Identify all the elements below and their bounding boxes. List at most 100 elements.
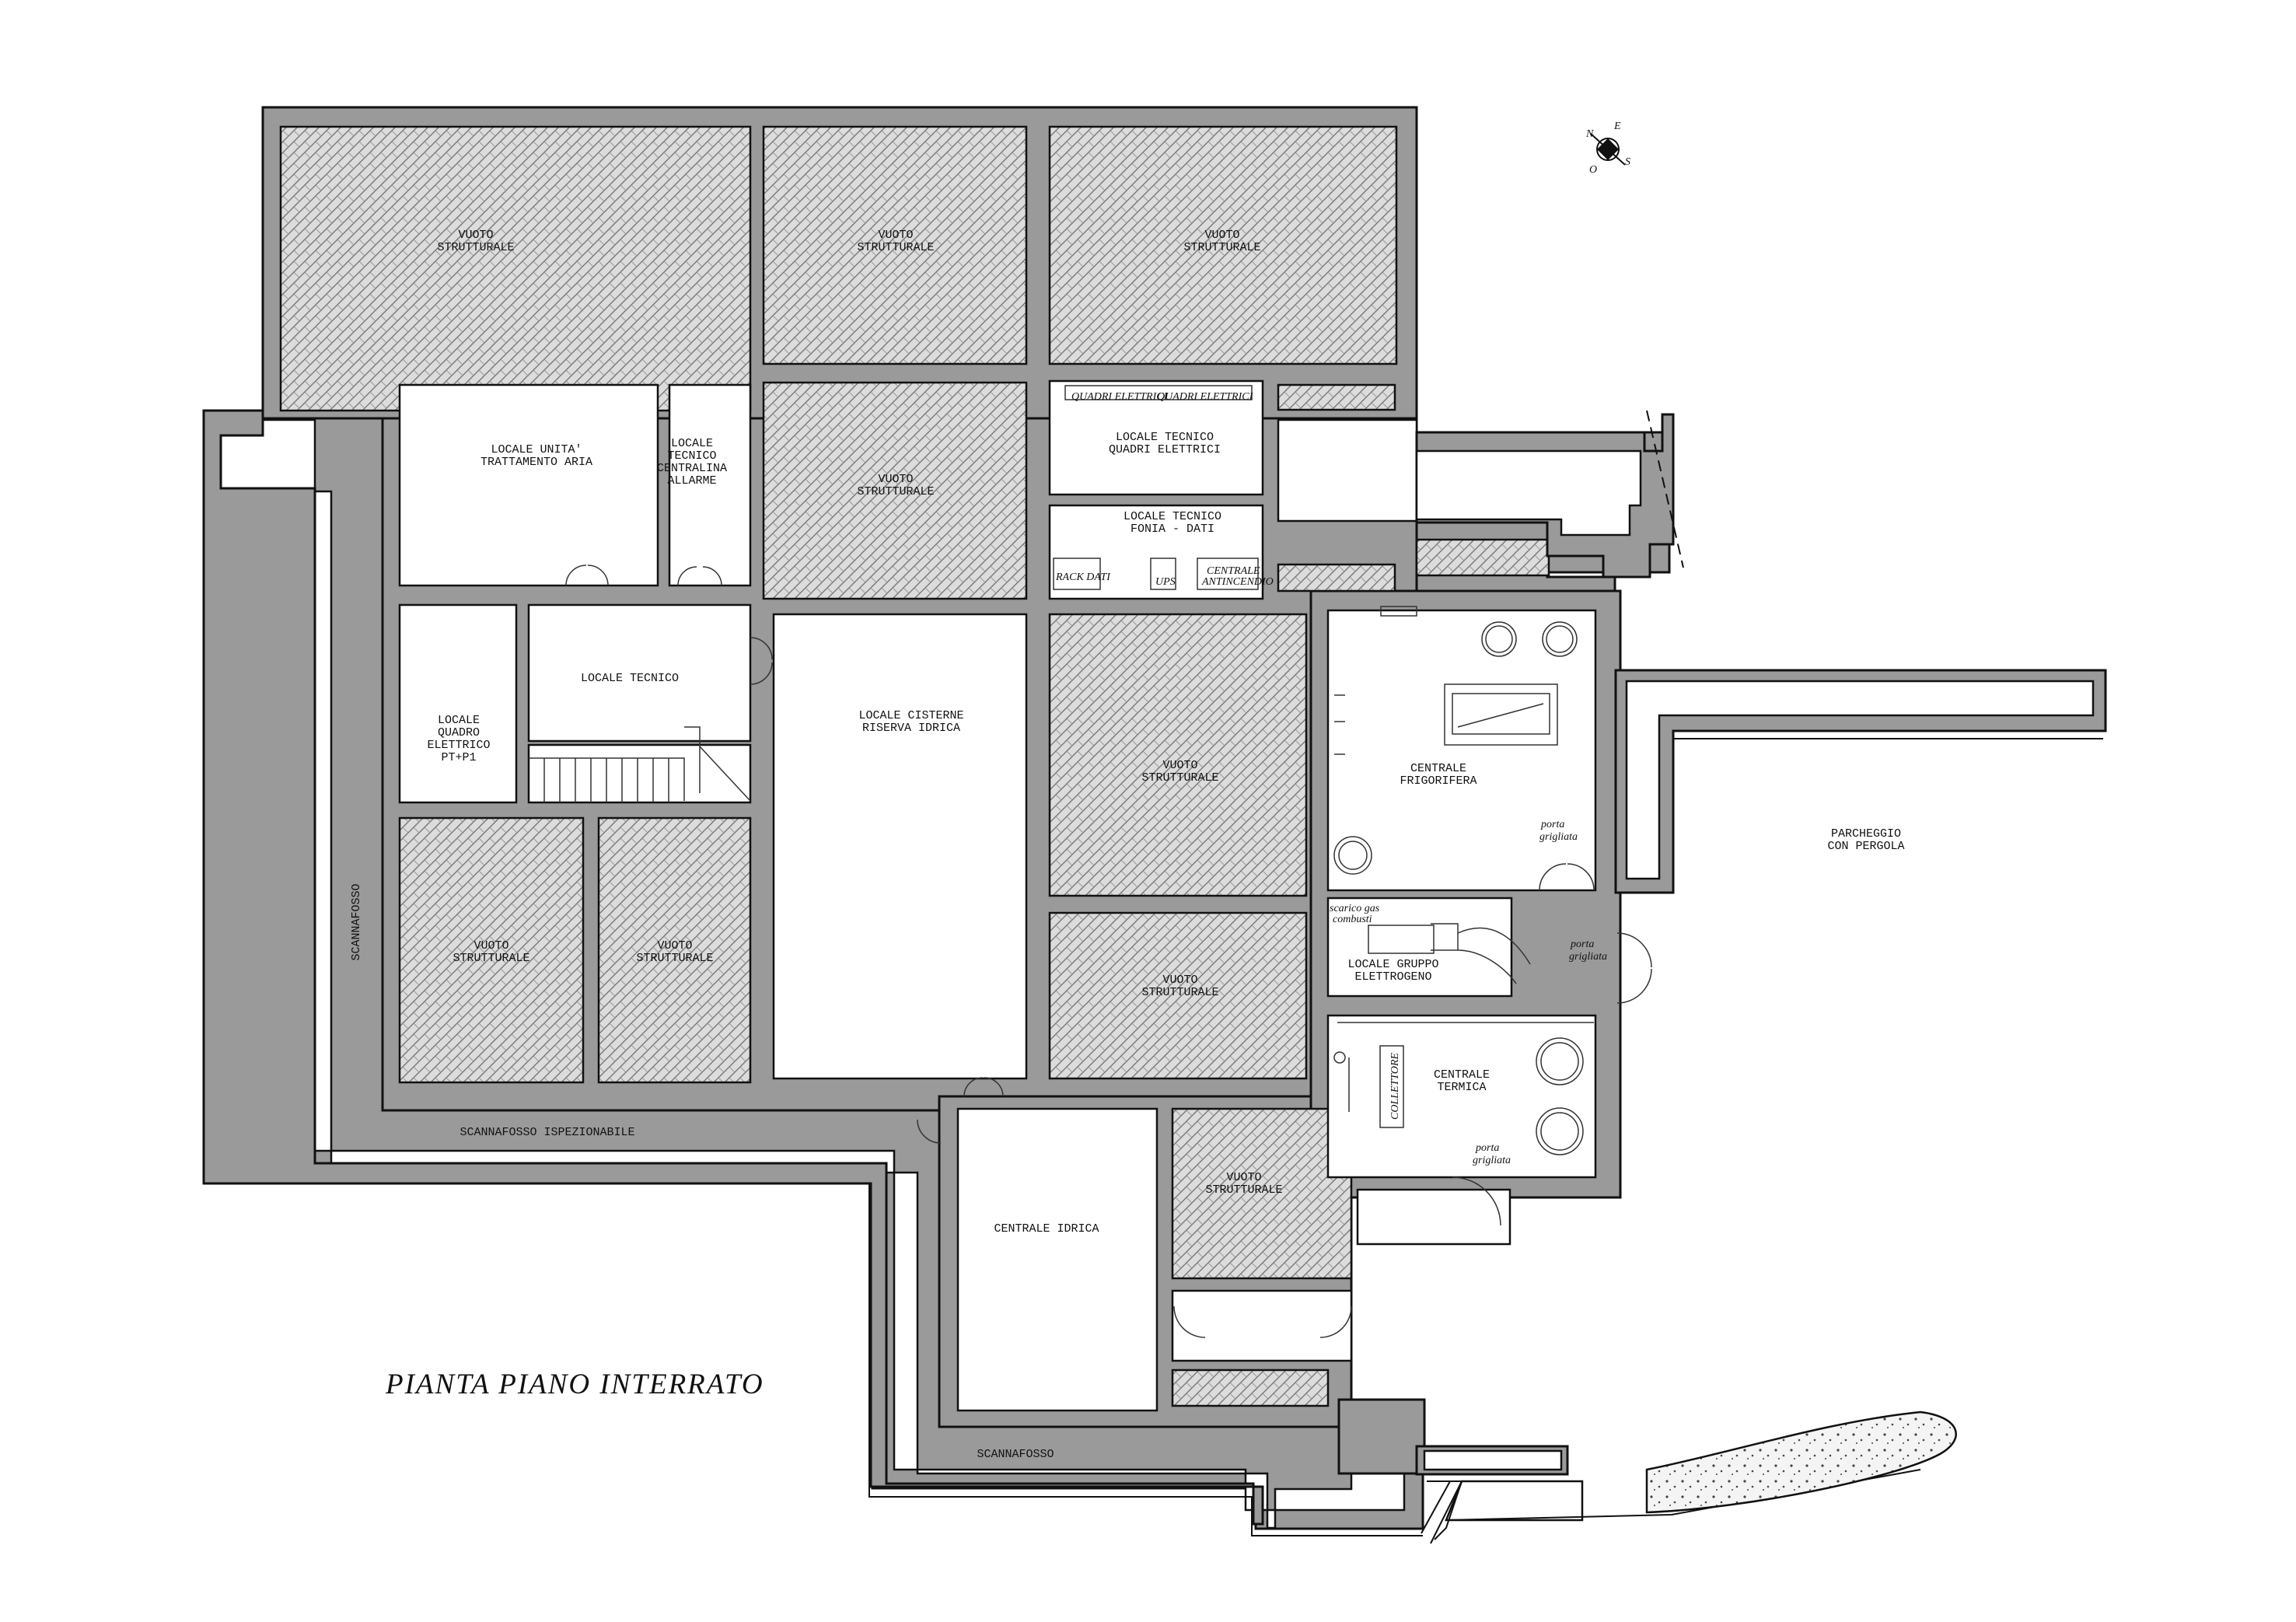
door-idrica (917, 1119, 942, 1144)
note-ups: UPS (1155, 576, 1176, 588)
compass-o: O (1589, 164, 1597, 176)
label-uta-2: TRATTAMENTO ARIA (481, 456, 592, 469)
room-termica (1326, 1014, 1597, 1179)
void-top-middle (762, 125, 1028, 365)
gruppo-equipment (1368, 923, 1531, 984)
label-quadro-4: PT+P1 (441, 751, 476, 764)
note-collettore: COLLETTORE (1389, 1052, 1401, 1120)
room-idrica-passage (1171, 1289, 1353, 1362)
room-idrica (956, 1107, 1158, 1412)
scannafosso-outer-wall-2 (202, 409, 1264, 1526)
void-label-2b: STRUTTURALE (857, 241, 934, 254)
void-label-7a: VUOTO (474, 939, 508, 953)
door-frigorifera (1539, 863, 1595, 891)
note-porta-1b: grigliata (1539, 831, 1578, 843)
note-rack: RACK DATI (1055, 572, 1111, 583)
label-termica-2: TERMICA (1437, 1081, 1486, 1094)
void-label-1a: VUOTO (458, 229, 493, 242)
void-label-9b: STRUTTURALE (1205, 1183, 1282, 1197)
compass-rose (1590, 133, 1626, 166)
compass-s: S (1625, 156, 1630, 168)
label-scannafosso-isp: SCANNAFOSSO ISPEZIONABILE (460, 1126, 634, 1139)
note-porta-2a: porta (1570, 939, 1594, 950)
door-termica (1452, 1176, 1501, 1226)
label-quadro-1: LOCALE (438, 714, 480, 727)
label-scannafosso-bottom: SCANNAFOSSO (977, 1448, 1054, 1461)
note-porta-2b: grigliata (1569, 951, 1607, 963)
stair (529, 726, 751, 802)
note-antincendio-1: CENTRALE (1207, 565, 1260, 577)
label-fonia-2: FONIA - DATI (1131, 523, 1214, 536)
door-passage (1173, 1306, 1352, 1338)
void-label-3a: VUOTO (1204, 229, 1239, 242)
label-uta-1: LOCALE UNITA' (491, 443, 582, 456)
void-strip-b (1277, 563, 1396, 593)
label-termica-1: CENTRALE (1434, 1068, 1490, 1082)
void-lower-centre (1171, 1107, 1353, 1280)
door-gruppo (1616, 932, 1652, 1004)
label-quadro-3: ELETTRICO (427, 739, 490, 752)
room-uta (398, 383, 659, 587)
void-label-8a: VUOTO (657, 939, 692, 953)
label-quadro-2: QUADRO (438, 726, 480, 739)
label-parcheggio-1: PARCHEGGIO (1831, 827, 1901, 841)
label-gruppo-2: ELETTROGENO (1354, 970, 1431, 984)
note-porta-1a: porta (1540, 819, 1564, 830)
void-label-1b: STRUTTURALE (437, 241, 514, 254)
label-cisterne-2: RISERVA IDRICA (862, 722, 960, 735)
label-quadri-1: LOCALE TECNICO (1116, 431, 1214, 444)
void-label-4b: STRUTTURALE (857, 485, 934, 498)
label-allarme-2: TECNICO (667, 449, 716, 463)
void-label-8b: STRUTTURALE (636, 952, 713, 965)
door-cisterne (963, 1077, 1004, 1097)
label-fonia-1: LOCALE TECNICO (1124, 510, 1221, 523)
ne-corridor-inner (1415, 449, 1642, 537)
note-porta-3a: porta (1475, 1142, 1499, 1154)
void-top-left (279, 125, 752, 412)
ramp-wall-block (1337, 1398, 1426, 1475)
door-uta (565, 565, 609, 586)
ramp-line (1421, 1480, 1463, 1544)
label-locale-tecnico: LOCALE TECNICO (581, 672, 679, 685)
frigorifera-equipment (1333, 606, 1578, 875)
void-lower-left-b (597, 816, 752, 1084)
void-mid-right-b (1048, 911, 1308, 1080)
void-strip-d (1171, 1369, 1330, 1407)
compass-e: E (1613, 121, 1621, 132)
void-top-right (1048, 125, 1398, 365)
room-cisterne (772, 613, 1028, 1080)
gravel-path (1645, 1411, 1957, 1514)
void-labels: VUOTO STRUTTURALE VUOTO STRUTTURALE VUOT… (437, 229, 1282, 1197)
label-allarme-3: CENTRALINA (657, 462, 727, 475)
void-label-5a: VUOTO (1162, 759, 1197, 772)
fonia-equipment (1053, 385, 1259, 590)
ramp-steps (1445, 1480, 1584, 1522)
void-label-2a: VUOTO (878, 229, 913, 242)
note-scarico-1: scarico gas (1330, 903, 1380, 914)
label-cisterne-1: LOCALE CISTERNE (858, 709, 963, 722)
label-frigorifera-1: CENTRALE (1410, 762, 1466, 775)
note-quadri-2: QUADRI ELETTRICI (1157, 391, 1254, 403)
note-scarico-2: combusti (1333, 914, 1372, 925)
label-gruppo-1: LOCALE GRUPPO (1347, 958, 1438, 971)
room-allarme (668, 383, 752, 587)
label-frigorifera-2: FRIGORIFERA (1400, 774, 1476, 788)
room-quadro (398, 603, 518, 804)
label-quadri-2: QUADRI ELETTRICI (1109, 443, 1221, 456)
termica-equipment (1333, 1022, 1594, 1155)
void-strip-c (1415, 538, 1550, 577)
drawing-title: PIANTA PIANO INTERRATO (385, 1369, 764, 1400)
door-allarme (677, 566, 722, 586)
room-termica-lobby (1356, 1188, 1511, 1246)
label-allarme-1: LOCALE (671, 437, 713, 450)
note-antincendio-2: ANTINCENDIO (1201, 576, 1274, 588)
room-gruppo (1326, 897, 1513, 998)
void-label-3b: STRUTTURALE (1183, 241, 1260, 254)
room-locale-tecnico (527, 603, 752, 743)
room-scale (527, 743, 752, 804)
ne-dash (1646, 410, 1684, 568)
label-scannafosso-side: SCANNAFOSSO (350, 883, 363, 960)
east-corridor (1614, 669, 2107, 894)
note-porta-3b: grigliata (1473, 1155, 1511, 1166)
void-label-7b: STRUTTURALE (453, 952, 529, 965)
